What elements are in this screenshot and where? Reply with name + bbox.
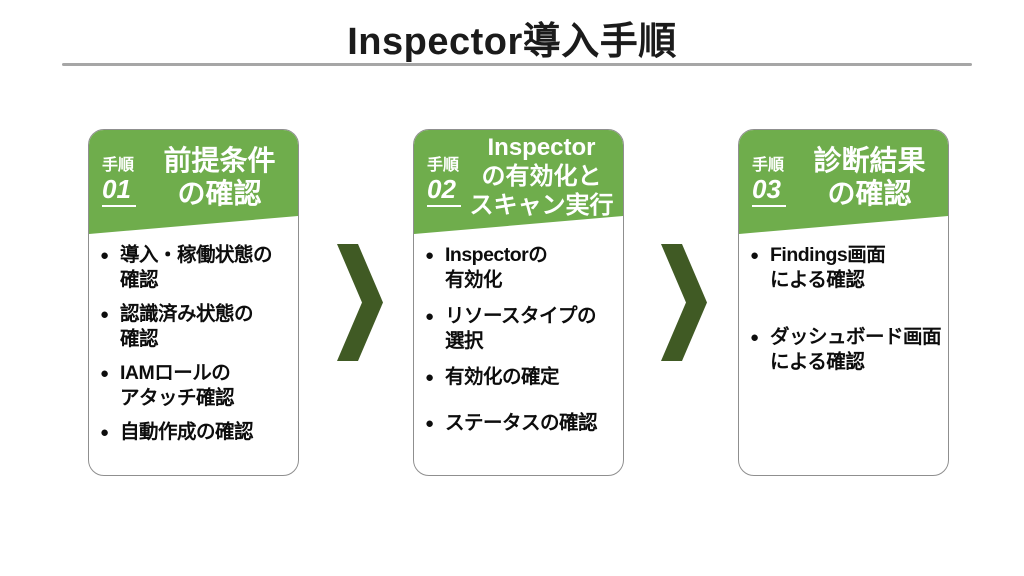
bullet-text: リソースタイプの 選択 — [445, 304, 597, 353]
bullet-dot-icon: ● — [750, 329, 760, 347]
step-heading-line: の有効化と — [481, 163, 602, 191]
bullet-line: 確認 — [120, 327, 159, 350]
bullet-item: ● Inspectorの 有効化 — [425, 243, 619, 292]
bullet-item: ● 有効化の確定 — [425, 365, 619, 390]
step-card-03: 手順 03 診断結果 の確認 ● Findings画面 による確認 ● ダッシュ… — [738, 129, 949, 476]
step-card-02-header: 手順 02 Inspector の有効化と スキャン実行 — [414, 130, 623, 234]
bullet-dot-icon: ● — [100, 365, 110, 383]
step-number: 02 — [427, 174, 461, 208]
bullet-text: 有効化の確定 — [445, 365, 560, 390]
bullet-line: 確認 — [120, 268, 159, 291]
step-card-01-body: ● 導入・稼働状態の 確認 ● 認識済み状態の 確認 ● IAMロールの アタッ… — [89, 234, 298, 445]
bullet-text: IAMロールの アタッチ確認 — [120, 361, 235, 410]
bullet-dot-icon: ● — [100, 247, 110, 264]
chevron-right-icon — [337, 244, 383, 361]
bullet-line: 認識済み状態の — [120, 303, 254, 326]
bullet-dot-icon: ● — [100, 424, 110, 442]
step-heading-line: 前提条件 — [163, 145, 276, 176]
chevron-right-icon — [661, 244, 707, 361]
step-card-03-header: 手順 03 診断結果 の確認 — [739, 130, 948, 234]
bullet-item: ● 自動作成の確認 — [100, 420, 294, 445]
step-heading-line: の確認 — [827, 178, 912, 210]
bullet-line: 有効化の確定 — [445, 366, 560, 389]
step-card-01-header: 手順 01 前提条件 の確認 — [89, 130, 298, 234]
step-card-02: 手順 02 Inspector の有効化と スキャン実行 ● Inspector… — [413, 129, 624, 476]
bullet-text: 認識済み状態の 確認 — [120, 302, 254, 351]
bullet-item: ● 導入・稼働状態の 確認 — [100, 243, 294, 292]
bullet-line: ダッシュボード画面 — [770, 326, 942, 349]
bullet-line: 有効化 — [445, 268, 503, 291]
bullet-text: 自動作成の確認 — [120, 420, 254, 445]
bullet-line: IAMロールの — [120, 362, 231, 385]
bullet-line: ステータスの確認 — [445, 411, 598, 434]
step-card-03-body: ● Findings画面 による確認 ● ダッシュボード画面 による確認 — [739, 234, 948, 374]
step-heading: 前提条件 の確認 — [145, 144, 294, 210]
step-number: 01 — [102, 174, 136, 208]
bullet-line: 導入・稼働状態の — [120, 244, 273, 266]
bullet-text: Inspectorの 有効化 — [445, 243, 548, 292]
bullet-line: アタッチ確認 — [120, 386, 235, 409]
step-badge: 手順 01 — [102, 157, 136, 208]
bullet-line: リソースタイプの — [445, 305, 597, 328]
bullet-dot-icon: ● — [425, 369, 435, 387]
step-heading-line: の確認 — [177, 178, 262, 210]
step-label: 手順 — [427, 157, 460, 174]
step-badge: 手順 03 — [752, 157, 786, 208]
bullet-dot-icon: ● — [100, 306, 110, 324]
bullet-line: Inspectorの — [445, 244, 548, 266]
bullet-item: ● ステータスの確認 — [425, 411, 619, 436]
bullet-item: ● 認識済み状態の 確認 — [100, 302, 294, 351]
bullet-line: による確認 — [770, 268, 865, 291]
step-label: 手順 — [102, 157, 135, 174]
bullet-line: による確認 — [770, 350, 865, 373]
bullet-line: 選択 — [445, 329, 484, 352]
bullet-item: ● IAMロールの アタッチ確認 — [100, 361, 294, 410]
bullet-item: ● ダッシュボード画面 による確認 — [750, 325, 944, 374]
bullet-text: Findings画面 による確認 — [770, 243, 886, 292]
step-heading-line: 診断結果 — [813, 145, 926, 176]
page-title: Inspector導入手順 — [347, 21, 677, 63]
bullet-item: ● リソースタイプの 選択 — [425, 304, 619, 353]
bullet-text: ダッシュボード画面 による確認 — [770, 325, 942, 374]
step-number: 03 — [752, 174, 786, 208]
bullet-dot-icon: ● — [425, 414, 435, 432]
bullet-text: 導入・稼働状態の 確認 — [120, 243, 273, 292]
bullet-item: ● Findings画面 による確認 — [750, 243, 944, 292]
bullet-dot-icon: ● — [750, 247, 760, 264]
step-badge: 手順 02 — [427, 157, 461, 208]
step-heading: Inspector の有効化と スキャン実行 — [464, 133, 619, 220]
bullet-line: 自動作成の確認 — [120, 421, 254, 444]
step-card-02-body: ● Inspectorの 有効化 ● リソースタイプの 選択 ● 有効化の確定 … — [414, 234, 623, 435]
title-divider — [62, 63, 972, 66]
step-heading-line: スキャン実行 — [469, 192, 614, 220]
bullet-text: ステータスの確認 — [445, 411, 598, 436]
step-heading-line: Inspector — [487, 134, 596, 161]
step-heading: 診断結果 の確認 — [795, 144, 944, 210]
bullet-line: Findings画面 — [770, 244, 886, 266]
bullet-dot-icon: ● — [425, 247, 435, 264]
step-label: 手順 — [752, 157, 785, 174]
bullet-dot-icon: ● — [425, 308, 435, 326]
step-card-01: 手順 01 前提条件 の確認 ● 導入・稼働状態の 確認 ● 認識済み状態の 確… — [88, 129, 299, 476]
